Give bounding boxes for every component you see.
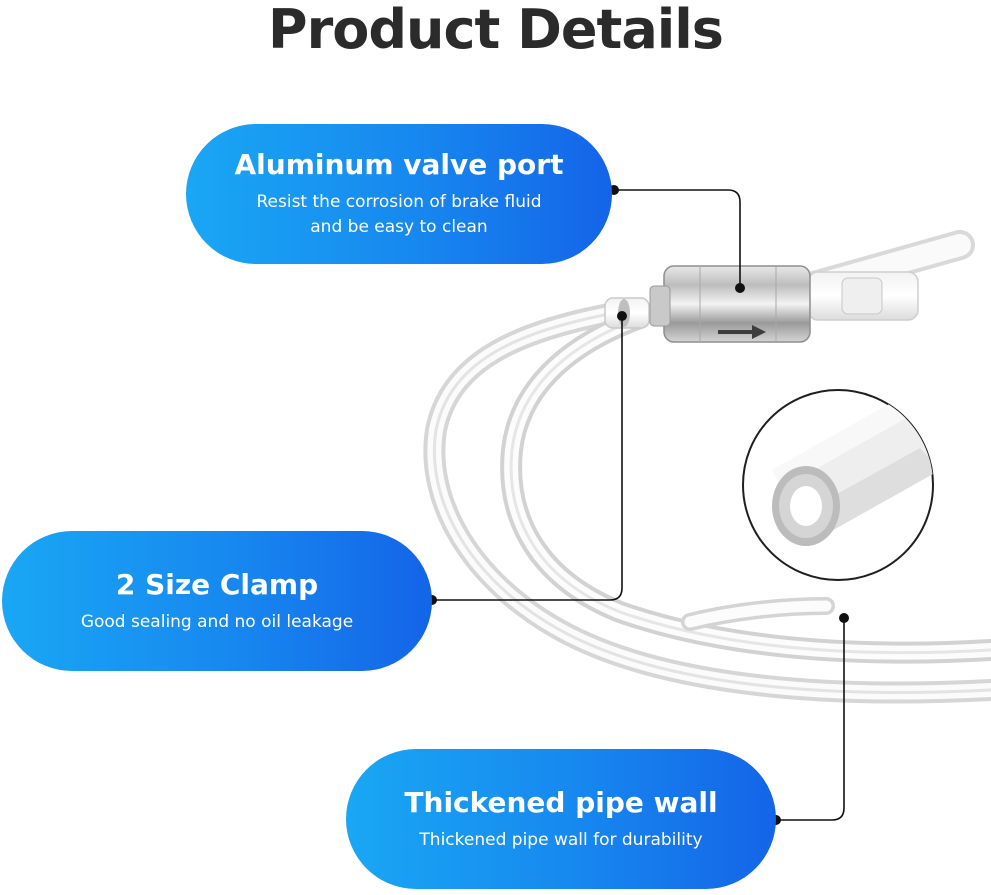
callout-description: Resist the corrosion of brake fluid and … (256, 190, 541, 240)
hose-cross-section-icon (742, 389, 934, 581)
callout-description-line: Resist the corrosion of brake fluid (256, 192, 542, 212)
leader-line-clamp (432, 316, 623, 601)
leader-dot-clamp-end (617, 311, 627, 321)
callout-description-line: Thickened pipe wall for durability (419, 829, 703, 850)
callout-title: 2 Size Clamp (115, 567, 319, 601)
leader-dot-wall-end (839, 613, 849, 623)
aluminum-valve-icon (649, 265, 811, 343)
callout-thickened-pipe-wall: Thickened pipe wall Thickened pipe wall … (346, 749, 776, 889)
callout-title: Thickened pipe wall (404, 785, 718, 819)
callout-aluminum-valve-port: Aluminum valve port Resist the corrosion… (186, 124, 612, 264)
callout-title: Aluminum valve port (234, 148, 564, 181)
leader-lines (432, 189, 845, 821)
leader-dot-valve-end (735, 283, 745, 293)
flow-arrow-icon (718, 325, 766, 339)
page-title: Product Details (268, 0, 724, 61)
hose-end-fitting-icon (604, 297, 650, 329)
leader-line-valve (612, 189, 741, 288)
callout-description-line: Good sealing and no oil leakage (80, 611, 354, 632)
callout-description-line: and be easy to clean (310, 217, 488, 237)
leader-line-wall (776, 618, 845, 821)
clear-sleeve-icon (807, 271, 919, 321)
callout-2-size-clamp: 2 Size Clamp Good sealing and no oil lea… (2, 531, 432, 671)
callout-description: Good sealing and no oil leakage (81, 610, 353, 635)
callout-description: Thickened pipe wall for durability (419, 828, 702, 853)
